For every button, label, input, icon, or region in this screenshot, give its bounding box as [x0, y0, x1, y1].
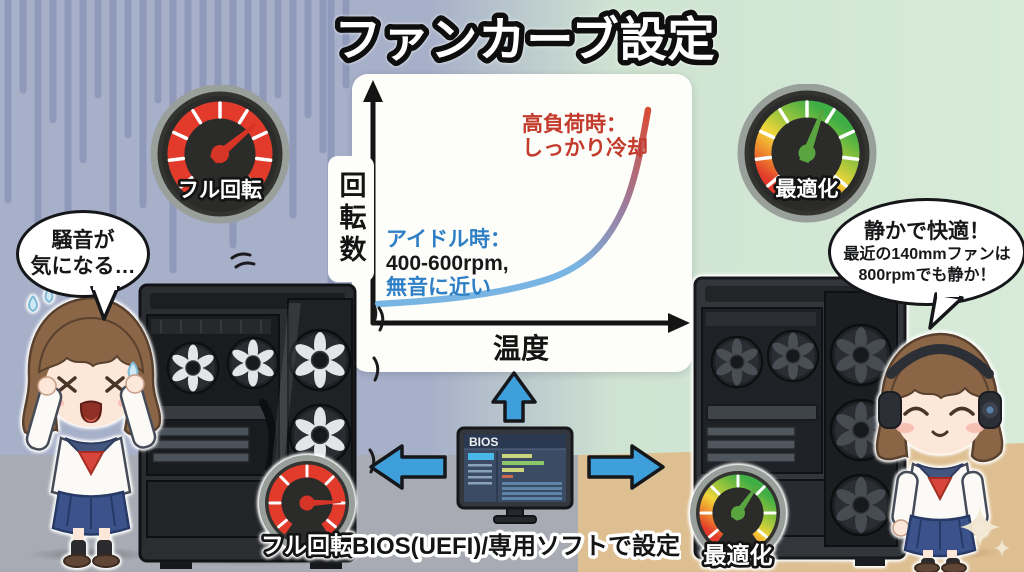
- fan-curve-chart: 高負荷時： しっかり冷却 アイドル時： 400-600rpm, 無音に近い 温度: [363, 80, 690, 364]
- y-axis-arrow: [363, 80, 383, 102]
- headphone-band-icon: [886, 344, 994, 379]
- shadow-left-girl: [28, 547, 153, 562]
- speed-lines: [4, 0, 350, 309]
- flow-arrows: [369, 371, 665, 490]
- case-fan-icon: [766, 329, 820, 383]
- speech-text: 最近の140mmファンは: [843, 245, 1011, 263]
- annotation-idle-3: 無音に近い: [386, 275, 491, 299]
- speech-tail-left: [90, 286, 120, 321]
- gauge-optimized: 最適化: [737, 84, 877, 223]
- speech-text: 800rpmでも静か！: [858, 266, 996, 284]
- fan-curve-line: [374, 106, 652, 308]
- bios-monitor: BIOS: [456, 426, 574, 524]
- speech-bubble-right: 静かで快適！ 最近の140mmファンは 800rpmでも静か！: [828, 198, 1024, 306]
- annotation-high-load-2: しっかり冷却: [522, 136, 648, 160]
- speech-text: 騒音が: [51, 229, 115, 252]
- monitor-base: [493, 515, 537, 524]
- smile: [931, 430, 949, 437]
- speech-text: 静かで快適！: [864, 219, 990, 243]
- title-banner: ファンカーブ設定: [329, 8, 720, 72]
- gauge-optimized-bottom: 最適化: [690, 465, 786, 571]
- x-axis-label: 温度: [493, 333, 549, 364]
- page-title: ファンカーブ設定: [334, 13, 715, 66]
- caption-banner: BIOS(UEFI)/専用ソフトで設定: [351, 529, 681, 564]
- annotation-idle-2: 400-600rpm,: [386, 252, 509, 275]
- annotation-idle-1: アイドル時：: [386, 227, 511, 251]
- y-axis-label: 回転数: [328, 156, 374, 282]
- gauge-label: フル回転: [178, 178, 262, 202]
- annotation-high-load-1: 高負荷時：: [522, 112, 627, 136]
- arrow-left-icon: [369, 444, 447, 490]
- gauge-label: 最適化: [776, 177, 839, 201]
- sparkle-icon: [960, 507, 1010, 557]
- speech-text: 気になる…: [30, 255, 136, 278]
- sailor-collar: [916, 463, 964, 490]
- arrow-right-icon: [587, 444, 665, 490]
- neckerchief: [927, 477, 953, 502]
- gauge-needle: [299, 495, 342, 511]
- right-character-happy-girl: [875, 332, 1004, 572]
- headphone-cup-icon: [878, 391, 902, 429]
- closed-x-eyes: [57, 376, 125, 393]
- bios-menu-highlight: [468, 453, 494, 460]
- speech-tail-right: [928, 292, 964, 330]
- left-character-annoyed-girl: [21, 288, 162, 568]
- gauge-full-speed: フル回転: [150, 85, 290, 224]
- caption-text: BIOS(UEFI)/専用ソフトで設定: [352, 532, 680, 560]
- bangs: [37, 316, 145, 375]
- speech-bubble-left: 騒音が 気になる…: [16, 210, 150, 298]
- gauge-label: フル回転: [261, 532, 353, 558]
- gauge-needle: [209, 123, 257, 164]
- face: [45, 345, 137, 427]
- fan-curve-chart-panel: 高負荷時： しっかり冷却 アイドル時： 400-600rpm, 無音に近い 温度: [352, 74, 692, 372]
- gauge-needle: [798, 109, 825, 164]
- face: [896, 378, 984, 454]
- x-axis-arrow: [668, 313, 690, 333]
- gauge-label: 最適化: [704, 542, 773, 568]
- sweat-drop-icon: [28, 295, 38, 313]
- gauge-full-speed-bottom: フル回転: [258, 455, 356, 561]
- neckerchief: [77, 451, 105, 477]
- bios-screen-title: BIOS: [469, 435, 498, 449]
- gauge-needle: [730, 484, 759, 522]
- closed-happy-eyes: [903, 406, 975, 416]
- open-mouth: [79, 400, 103, 424]
- case-fan-icon: [710, 335, 764, 389]
- arrow-up-icon: [491, 371, 537, 423]
